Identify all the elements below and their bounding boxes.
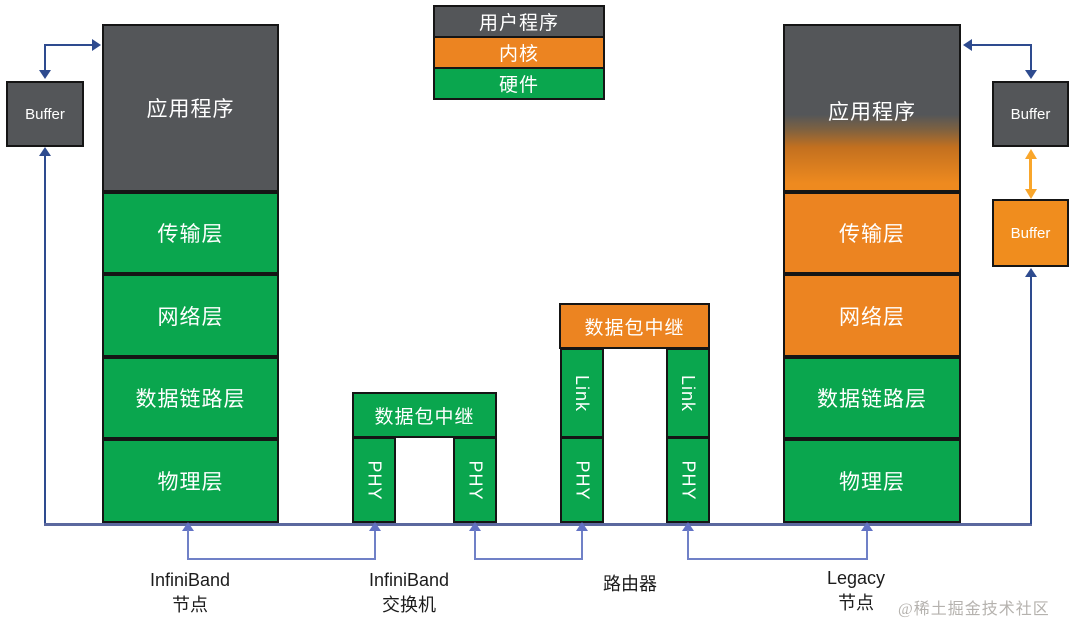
- left-layer-datalink: 数据链路层: [102, 357, 279, 439]
- switch-phy-right-box: PHY: [453, 437, 497, 523]
- u1-vseg-right: [374, 530, 376, 560]
- caption-legacy-node: Legacy 节点: [771, 566, 941, 616]
- caption-infiniband-switch-line2: 交换机: [382, 595, 436, 615]
- bottom-bus-line: [44, 523, 1032, 526]
- switch-phy-right-label: PHY: [465, 459, 486, 501]
- caption-infiniband-switch: InfiniBand 交换机: [324, 568, 494, 618]
- u1-arrowhead-left: [182, 522, 194, 531]
- u2-vseg-right: [581, 530, 583, 560]
- switch-phy-left-label: PHY: [364, 459, 385, 501]
- u3-arrowhead-left: [682, 522, 694, 531]
- router-phy-left-box: PHY: [560, 437, 604, 523]
- legend-row-kernel: 内核: [433, 36, 605, 69]
- legend-row-hardware: 硬件: [433, 67, 605, 100]
- u3-vseg-right: [866, 530, 868, 560]
- router-link-left-box: Link: [560, 348, 604, 438]
- left-layer-application: 应用程序: [102, 24, 279, 192]
- router-phy-left-label: PHY: [572, 459, 593, 501]
- right-layer-application: 应用程序: [783, 24, 961, 192]
- switch-relay-box: 数据包中继: [352, 392, 497, 438]
- right-layer-application-label: 应用程序: [828, 101, 916, 124]
- left-buffer-vline: [44, 155, 46, 524]
- u3-arrowhead-right: [861, 522, 873, 531]
- u3-hseg: [687, 558, 868, 560]
- caption-infiniband-node: InfiniBand 节点: [105, 568, 275, 618]
- router-phy-right-box: PHY: [666, 437, 710, 523]
- caption-router-line1: 路由器: [603, 574, 657, 594]
- right-layer-transport: 传输层: [783, 192, 961, 274]
- caption-legacy-node-line1: Legacy: [826, 568, 886, 588]
- left-layer-transport: 传输层: [102, 192, 279, 274]
- router-link-left-label: Link: [572, 374, 593, 412]
- left-elbow-arrowhead-into-buffer: [39, 70, 51, 79]
- caption-infiniband-switch-line1: InfiniBand: [368, 570, 450, 590]
- left-buffer-bottom-arrowhead: [39, 147, 51, 156]
- switch-phy-left-box: PHY: [352, 437, 396, 523]
- right-buffer-bottom-arrowhead: [1025, 268, 1037, 277]
- u2-arrowhead-left: [469, 522, 481, 531]
- left-layer-network: 网络层: [102, 274, 279, 357]
- right-elbow-arrowhead-into-stack: [963, 39, 972, 51]
- left-layer-physical: 物理层: [102, 439, 279, 523]
- router-link-right-box: Link: [666, 348, 710, 438]
- right-elbow-hseg: [971, 44, 1032, 46]
- u2-hseg: [474, 558, 583, 560]
- u1-arrowhead-right: [369, 522, 381, 531]
- right-layer-physical: 物理层: [783, 439, 961, 523]
- left-elbow-arrowhead-into-stack: [92, 39, 101, 51]
- u1-vseg-left: [187, 530, 189, 560]
- amber-arrowhead-down: [1025, 189, 1037, 199]
- amber-arrowhead-up: [1025, 149, 1037, 159]
- right-buffer-vline: [1030, 276, 1032, 524]
- right-buffer-top-box: Buffer: [992, 81, 1069, 147]
- right-elbow-arrowhead-into-buffer: [1025, 70, 1037, 79]
- right-layer-datalink: 数据链路层: [783, 357, 961, 439]
- router-link-right-label: Link: [678, 374, 699, 412]
- left-elbow-hseg: [44, 44, 93, 46]
- amber-vline: [1029, 157, 1032, 190]
- router-relay-box: 数据包中继: [559, 303, 710, 349]
- legend-row-user-program: 用户程序: [433, 5, 605, 38]
- u1-hseg: [187, 558, 376, 560]
- caption-legacy-node-line2: 节点: [838, 593, 874, 613]
- u2-vseg-left: [474, 530, 476, 560]
- caption-infiniband-node-line2: 节点: [172, 595, 208, 615]
- u3-vseg-left: [687, 530, 689, 560]
- caption-router: 路由器: [545, 572, 715, 597]
- left-buffer-box: Buffer: [6, 81, 84, 147]
- u2-arrowhead-right: [576, 522, 588, 531]
- left-elbow-vseg: [44, 44, 46, 71]
- right-elbow-vseg: [1030, 44, 1032, 71]
- right-layer-network: 网络层: [783, 274, 961, 357]
- right-buffer-bottom-box: Buffer: [992, 199, 1069, 267]
- watermark-text: @稀土掘金技术社区: [898, 601, 1050, 618]
- caption-infiniband-node-line1: InfiniBand: [149, 570, 231, 590]
- router-phy-right-label: PHY: [678, 459, 699, 501]
